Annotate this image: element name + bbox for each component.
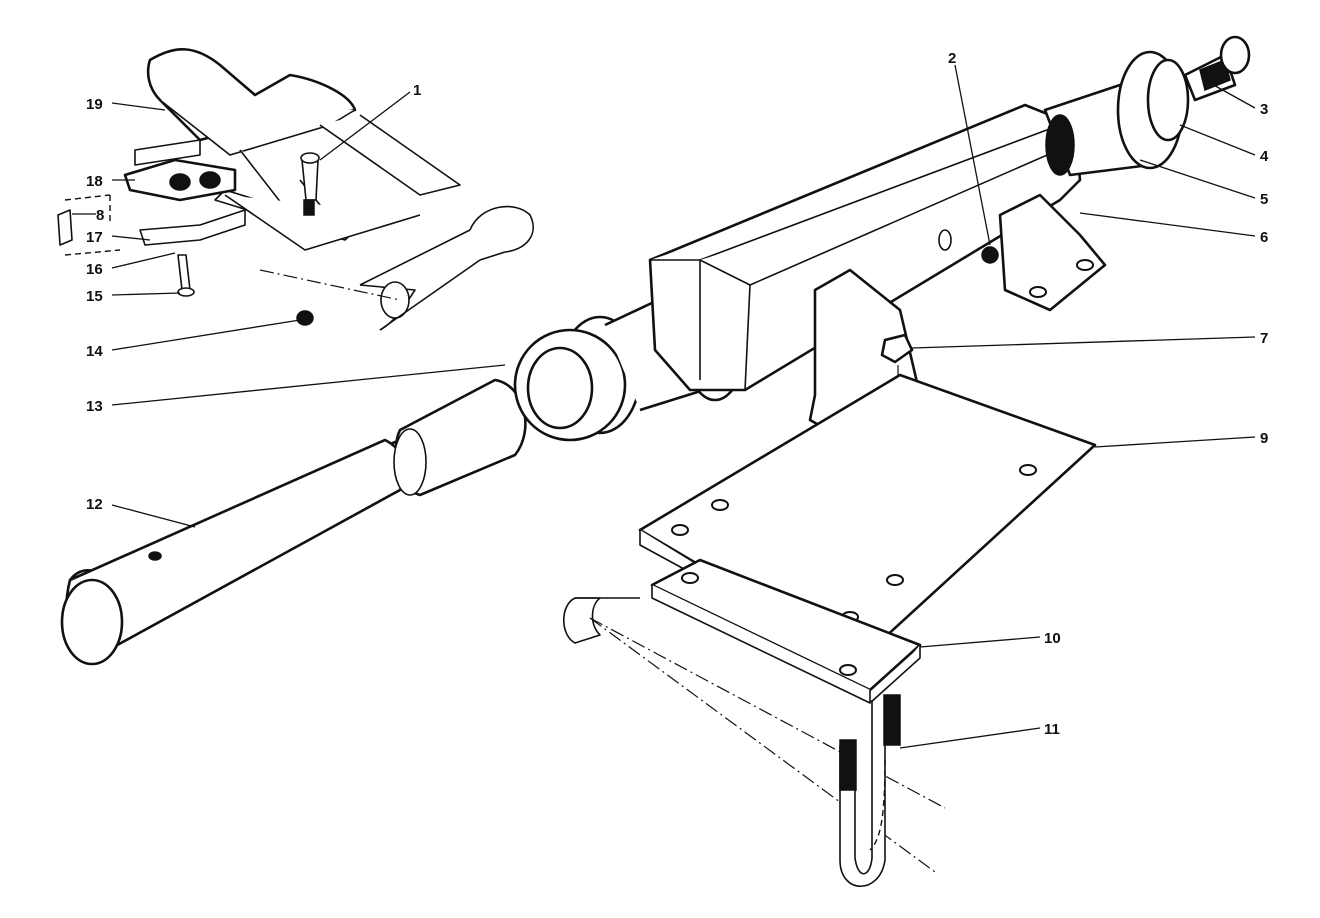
leader-9 [1094,436,1256,448]
callout-16: 16 [86,261,103,278]
callout-12: 12 [86,496,103,513]
leader-11 [899,727,1041,749]
leader-16 [111,252,176,269]
nut-14 [296,310,314,326]
callout-14: 14 [86,343,103,360]
bracket-bolt [177,254,195,297]
callout-13: 13 [86,398,103,415]
callout-6: 6 [1260,229,1268,246]
callout-19: 19 [86,96,103,113]
leader-lines [72,64,1256,749]
leader-13 [111,364,506,406]
callout-4: 4 [1260,148,1269,165]
clamp-block [123,139,237,202]
lower-bracket [57,194,246,256]
callout-3: 3 [1260,101,1268,118]
callout-11: 11 [1044,721,1060,738]
leader-2 [954,64,991,246]
spacer-plate [650,558,922,704]
callout-labels: 1 2 3 4 5 6 7 8 9 10 11 12 13 14 15 16 1… [86,50,1269,738]
callout-1: 1 [413,82,421,99]
leader-5 [1139,159,1256,199]
leader-6 [1079,212,1256,237]
callout-2: 2 [948,50,956,67]
leader-4 [1179,124,1256,156]
shaft [60,378,527,666]
callout-9: 9 [1260,430,1268,447]
leader-14 [111,319,301,351]
callout-15: 15 [86,288,103,305]
seat [146,48,461,251]
callout-7: 7 [1260,330,1268,347]
leader-7 [911,336,1256,349]
support-pipe [562,597,946,873]
callout-8: 8 [96,207,104,224]
end-roller [1043,35,1251,177]
callout-17: 17 [86,229,103,246]
callout-18: 18 [86,173,103,190]
leader-12 [111,504,196,528]
leader-1 [319,91,411,161]
leader-15 [111,292,181,296]
leader-3 [1209,82,1256,109]
seat-bolt [300,152,320,216]
callout-5: 5 [1260,191,1268,208]
callout-10: 10 [1044,630,1061,647]
leader-17 [111,235,151,241]
u-bolt [839,694,901,887]
leader-10 [919,636,1041,648]
leader-19 [111,102,166,111]
seat-pipe [259,205,534,331]
